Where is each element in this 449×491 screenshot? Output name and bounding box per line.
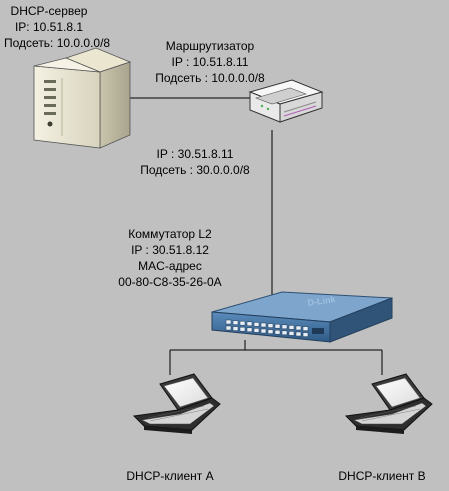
server-name: DHCP-сервер xyxy=(10,4,88,18)
router-name: Маршрутизатор xyxy=(165,39,255,53)
switch-name: Коммутатор L2 xyxy=(128,227,212,241)
switch-label: Коммутатор L2 IP : 30.51.8.12 MAC-адрес … xyxy=(100,226,240,290)
router-lower-ip: IP : 30.51.8.11 xyxy=(156,147,234,161)
switch-ip: IP : 30.51.8.12 xyxy=(131,243,209,257)
router-lower-label: IP : 30.51.8.11 Подсеть : 30.0.0.0/8 xyxy=(120,146,270,178)
server-ip: IP: 10.51.8.1 xyxy=(14,20,84,34)
server-subnet: Подсеть: 10.0.0.0/8 xyxy=(4,36,111,50)
router-ip: IP : 10.51.8.11 xyxy=(171,55,249,69)
client-b-label: DHCP-клиент B xyxy=(338,469,426,483)
connection-lines xyxy=(122,97,383,375)
server-label: DHCP-сервер IP: 10.51.8.1 Подсеть: 10.0.… xyxy=(4,3,111,51)
laptop-icon xyxy=(344,373,433,434)
client-a-label: DHCP-клиент A xyxy=(126,469,214,483)
switch-mac-label: MAC-адрес xyxy=(138,259,202,273)
switch-mac: 00-80-C8-35-26-0A xyxy=(118,275,222,289)
router-lower-subnet: Подсеть : 30.0.0.0/8 xyxy=(140,163,250,177)
switch-icon: D-Link xyxy=(211,291,393,343)
laptop-icon xyxy=(132,373,221,434)
router-icon xyxy=(248,79,324,123)
server-icon xyxy=(33,47,132,149)
router-label: Маршрутизатор IP : 10.51.8.11 Подсеть : … xyxy=(130,38,290,86)
router-subnet: Подсеть : 10.0.0.0/8 xyxy=(155,71,265,85)
switch-brand-text: D-Link xyxy=(307,294,337,308)
switch-ports xyxy=(225,319,309,337)
